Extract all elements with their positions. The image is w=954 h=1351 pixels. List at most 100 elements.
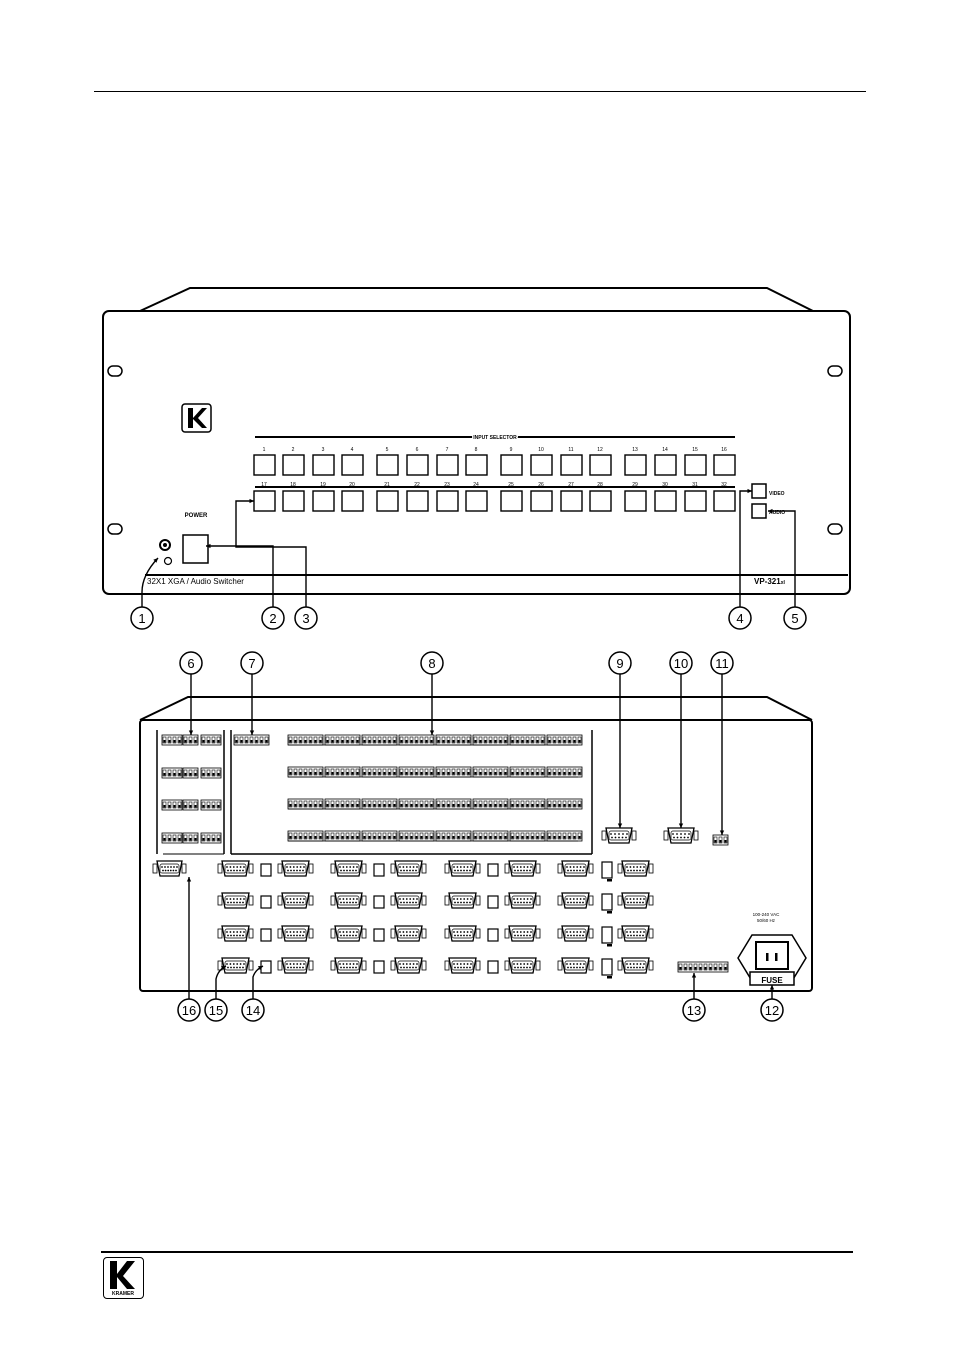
input-button-26[interactable] [531, 491, 552, 511]
audio-jack[interactable] [374, 864, 384, 876]
audio-jack[interactable] [488, 896, 498, 908]
power-switch[interactable] [183, 535, 208, 563]
audio-jack[interactable] [488, 929, 498, 941]
input-button-29[interactable] [625, 491, 646, 511]
input-connector-1-2-a[interactable] [445, 893, 480, 908]
input-dip-bank-left-1-a[interactable] [162, 768, 182, 778]
input-button-4[interactable] [342, 455, 363, 475]
rs232-port[interactable] [602, 828, 636, 843]
dip-switch-10[interactable] [678, 962, 728, 972]
input-connector-0-1-a[interactable] [331, 861, 366, 876]
input-connector-0-0-b[interactable] [278, 861, 313, 876]
audio-jack[interactable] [602, 862, 612, 878]
input-button-11[interactable] [561, 455, 582, 475]
input-connector-3-3-b[interactable] [618, 958, 653, 973]
input-button-31[interactable] [685, 491, 706, 511]
input-dip-bank-left-2-b[interactable] [183, 800, 198, 810]
rs485-port[interactable] [664, 828, 698, 843]
input-connector-1-3-b[interactable] [618, 893, 653, 908]
audio-jack[interactable] [602, 927, 612, 943]
input-connector-2-2-b[interactable] [505, 926, 540, 941]
input-dip-bank-left-3-a[interactable] [162, 833, 182, 843]
input-button-27[interactable] [561, 491, 582, 511]
input-button-10[interactable] [531, 455, 552, 475]
input-connector-2-0-b[interactable] [278, 926, 313, 941]
audio-jack[interactable] [488, 961, 498, 973]
input-dip-bank-left-0-a[interactable] [162, 735, 182, 745]
input-connector-3-0-a[interactable] [218, 958, 253, 973]
input-connector-2-3-b[interactable] [618, 926, 653, 941]
dip-switch-row-2-group-0[interactable] [288, 799, 323, 809]
input-connector-3-1-b[interactable] [391, 958, 426, 973]
dip-switch-row-3-group-5[interactable] [473, 831, 508, 841]
dip-switch-row-3-group-3[interactable] [399, 831, 434, 841]
dip-switch-row-1-group-2[interactable] [362, 767, 397, 777]
input-connector-0-3-b[interactable] [618, 861, 653, 876]
audio-jack[interactable] [261, 896, 271, 908]
dip-switch-row-2-group-1[interactable] [325, 799, 360, 809]
dip-switch-row-0-group-7[interactable] [547, 735, 582, 745]
input-button-16[interactable] [714, 455, 735, 475]
input-connector-3-2-b[interactable] [505, 958, 540, 973]
dip-switch-row-3-group-0[interactable] [288, 831, 323, 841]
dip-switch-row-3-group-4[interactable] [436, 831, 471, 841]
audio-jack[interactable] [374, 896, 384, 908]
input-connector-3-3-a[interactable] [558, 958, 593, 973]
input-connector-3-1-a[interactable] [331, 958, 366, 973]
input-button-2[interactable] [283, 455, 304, 475]
dip-switch-row-1-group-6[interactable] [510, 767, 545, 777]
input-button-17[interactable] [254, 491, 275, 511]
input-button-24[interactable] [466, 491, 487, 511]
dip-switch-row-1-group-1[interactable] [325, 767, 360, 777]
dip-switch-row-1-group-4[interactable] [436, 767, 471, 777]
input-connector-0-0-a[interactable] [218, 861, 253, 876]
input-dip-bank-left-1-b[interactable] [183, 768, 198, 778]
dip-switch-row-0-group-4[interactable] [436, 735, 471, 745]
input-connector-2-0-a[interactable] [218, 926, 253, 941]
input-dip-bank-left-3-c[interactable] [201, 833, 221, 843]
dip-switch-row-0-group-3[interactable] [399, 735, 434, 745]
audio-button[interactable] [752, 504, 766, 518]
audio-jack[interactable] [261, 929, 271, 941]
input-connector-2-2-a[interactable] [445, 926, 480, 941]
input-button-22[interactable] [407, 491, 428, 511]
dip-switch-row-1-group-5[interactable] [473, 767, 508, 777]
input-connector-2-1-b[interactable] [391, 926, 426, 941]
input-button-28[interactable] [590, 491, 611, 511]
input-dip-bank-left-1-c[interactable] [201, 768, 221, 778]
input-connector-3-2-a[interactable] [445, 958, 480, 973]
input-button-32[interactable] [714, 491, 735, 511]
input-connector-2-1-a[interactable] [331, 926, 366, 941]
audio-jack[interactable] [374, 929, 384, 941]
input-button-13[interactable] [625, 455, 646, 475]
input-connector-0-2-a[interactable] [445, 861, 480, 876]
input-connector-1-0-a[interactable] [218, 893, 253, 908]
input-connector-0-1-b[interactable] [391, 861, 426, 876]
input-connector-2-3-a[interactable] [558, 926, 593, 941]
input-button-21[interactable] [377, 491, 398, 511]
input-button-25[interactable] [501, 491, 522, 511]
input-dip-bank-left-3-b[interactable] [183, 833, 198, 843]
dip-switch-row-2-group-4[interactable] [436, 799, 471, 809]
input-button-14[interactable] [655, 455, 676, 475]
input-dip-bank-left-2-c[interactable] [201, 800, 221, 810]
input-button-8[interactable] [466, 455, 487, 475]
input-button-15[interactable] [685, 455, 706, 475]
audio-jack[interactable] [602, 894, 612, 910]
input-button-19[interactable] [313, 491, 334, 511]
dip-switch-row-3-group-2[interactable] [362, 831, 397, 841]
audio-jack[interactable] [488, 864, 498, 876]
input-button-18[interactable] [283, 491, 304, 511]
input-connector-1-3-a[interactable] [558, 893, 593, 908]
dip-switch-row-0-group-2[interactable] [362, 735, 397, 745]
input-button-5[interactable] [377, 455, 398, 475]
input-connector-3-0-b[interactable] [278, 958, 313, 973]
input-connector-1-1-b[interactable] [391, 893, 426, 908]
audio-jack[interactable] [374, 961, 384, 973]
dip-switch-row-1-group-7[interactable] [547, 767, 582, 777]
dip-switch-row-0-group-6[interactable] [510, 735, 545, 745]
input-dip-bank-left-0-c[interactable] [201, 735, 221, 745]
dip-switch-row-0-group-0[interactable] [288, 735, 323, 745]
input-button-3[interactable] [313, 455, 334, 475]
audio-jack[interactable] [602, 959, 612, 975]
